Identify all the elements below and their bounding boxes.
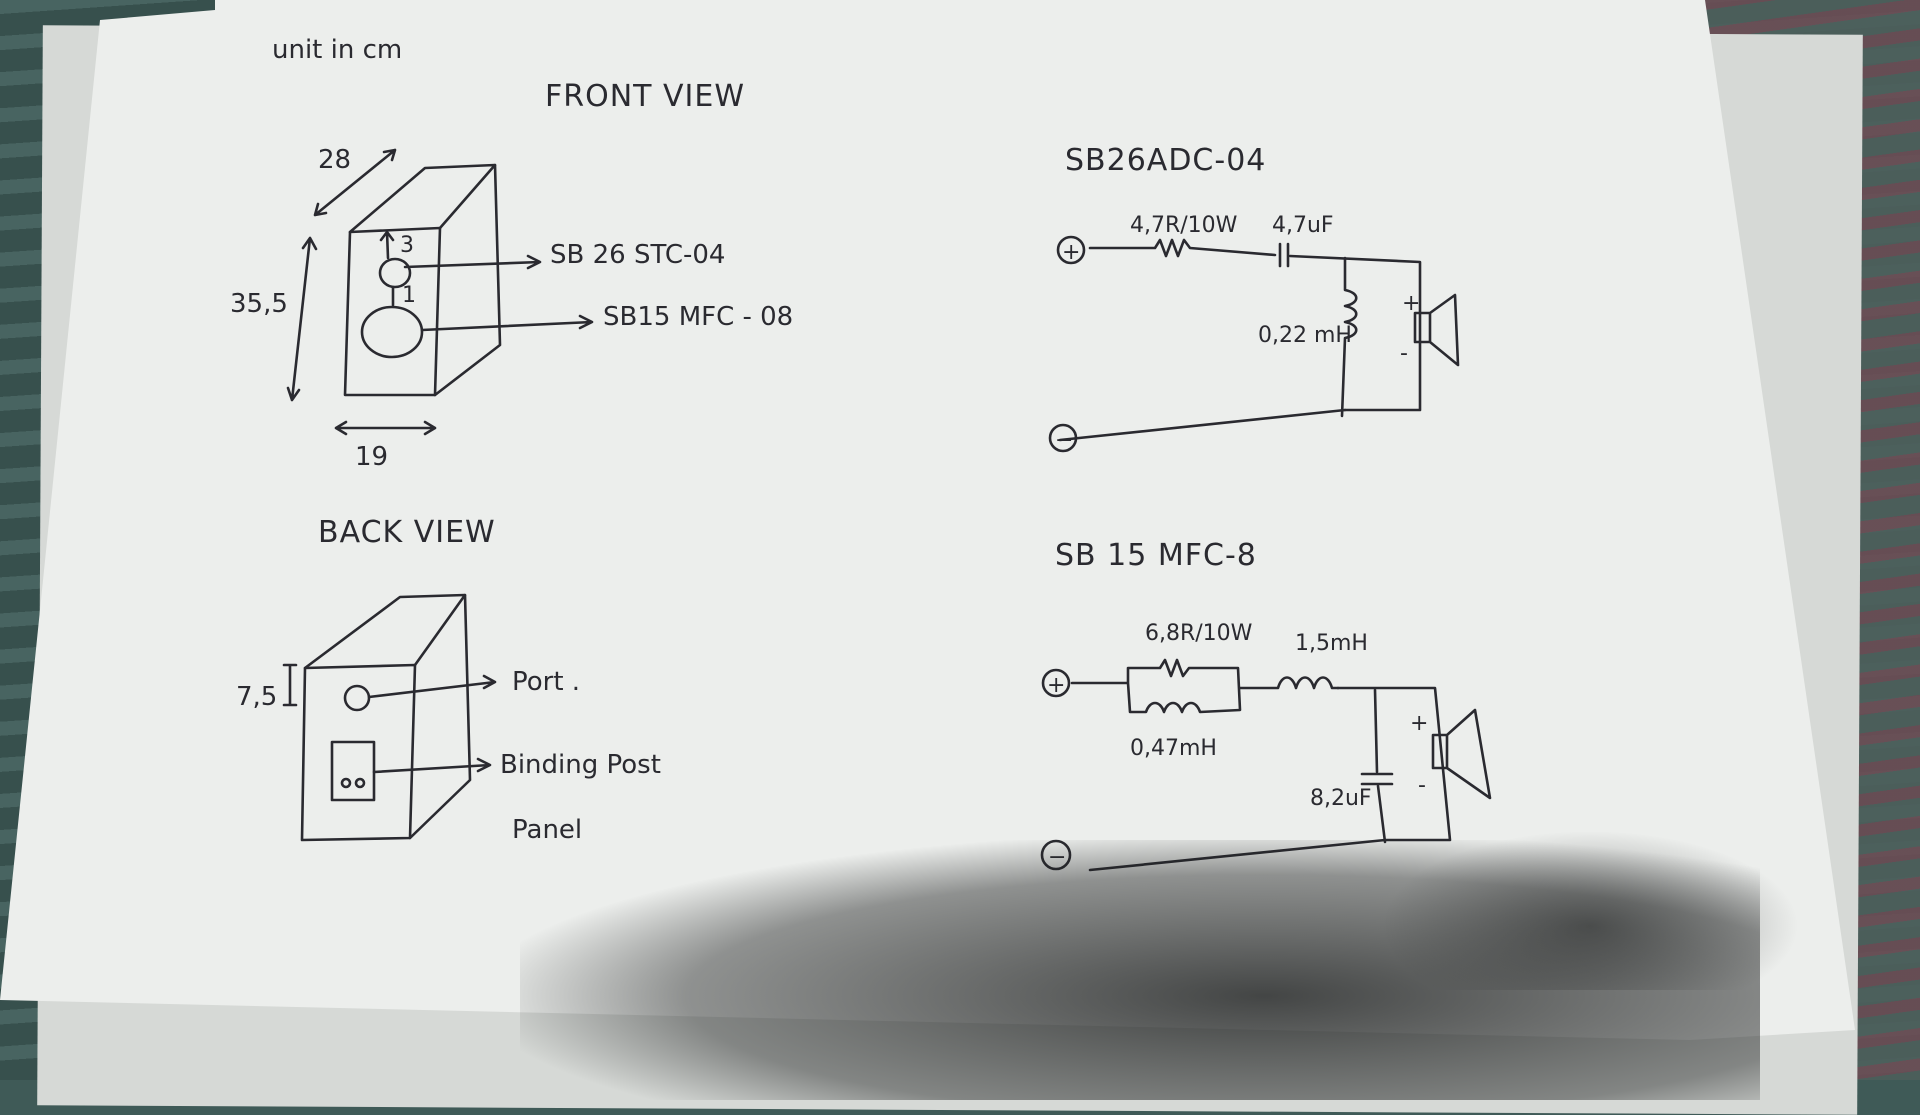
height-label: 35,5 [230, 289, 288, 319]
woofer-crossover-schematic: SB 15 MFC-8 + 6,8R/10W 0,47mH 1,5mH 8,2u… [1040, 538, 1492, 872]
width-dimension-arrow [334, 420, 437, 436]
woofer-capacitor-label: 8,2uF [1310, 786, 1372, 811]
tweeter-resistor-wire [1088, 238, 1277, 258]
woofer-series-inductor [1238, 676, 1340, 690]
port-label: Port . [512, 667, 580, 697]
port-offset-label: 7,5 [236, 682, 277, 712]
width-label: 19 [355, 442, 388, 472]
tweeter-inductor-label: 0,22 mH [1258, 323, 1352, 348]
back-box-top [303, 593, 467, 670]
woofer-driver-symbol [1431, 708, 1492, 800]
back-box-side [408, 593, 472, 840]
tweeter-negative-wire [1058, 408, 1347, 442]
woofer-driver-plus: + [1410, 711, 1428, 736]
binding-post-right [354, 777, 366, 789]
tweeter-offset-label: 3 [400, 233, 414, 258]
front-box-top [348, 163, 497, 234]
tweeter-plus-terminal [1056, 235, 1086, 265]
woofer-plus-sign: + [1047, 673, 1065, 698]
tweeter-minus-terminal [1048, 423, 1078, 453]
front-view-title: FRONT VIEW [545, 79, 745, 114]
tweeter-label: SB 26 STC-04 [550, 240, 725, 270]
woofer-label: SB15 MFC - 08 [603, 302, 793, 332]
woofer-circle [360, 305, 424, 359]
woofer-driver-minus: - [1418, 773, 1426, 798]
woofer-resistor-label: 6,8R/10W [1145, 621, 1253, 646]
front-view: FRONT VIEW 28 35,5 19 3 1 SB 26 STC-04 S… [230, 79, 793, 472]
front-box-side [433, 163, 502, 397]
depth-label: 28 [318, 145, 351, 175]
hand-shadow-edge [1380, 830, 1800, 990]
tweeter-driver-plus: + [1402, 291, 1420, 316]
tweeter-capacitor [1278, 242, 1290, 268]
unit-note: unit in cm [272, 35, 402, 65]
tweeter-crossover-schematic: SB26ADC-04 + 4,7R/10W 4,7uF 0,22 mH − + … [1048, 143, 1460, 453]
woofer-plus-terminal [1041, 668, 1071, 698]
woofer-parallel-inductor-label: 0,47mH [1130, 736, 1217, 761]
tweeter-inductor [1340, 256, 1358, 418]
drawing-sheet: unit in cm FRONT VIEW 28 35,5 19 3 1 SB … [0, 0, 1855, 1040]
height-dimension-arrow [286, 236, 318, 402]
woofer-parallel-network [1070, 658, 1242, 714]
tweeter-offset-arrow [379, 230, 395, 260]
port-offset-dimension [282, 663, 298, 707]
binding-post-left [340, 777, 352, 789]
tweeter-driver-symbol [1413, 293, 1460, 367]
back-view: BACK VIEW 7,5 Port . Binding Post Panel [236, 515, 661, 845]
tweeter-resistor-label: 4,7R/10W [1130, 213, 1238, 238]
depth-dimension-arrow [313, 148, 397, 217]
tweeter-driver-minus: - [1400, 341, 1408, 366]
tweeter-minus-sign: − [1055, 428, 1073, 453]
woofer-crossover-title: SB 15 MFC-8 [1055, 538, 1257, 573]
woofer-series-inductor-label: 1,5mH [1295, 631, 1368, 656]
binding-post-label-line1: Binding Post [500, 750, 661, 780]
back-view-title: BACK VIEW [318, 515, 496, 550]
tweeter-circle [378, 257, 412, 289]
woofer-leader [420, 314, 594, 332]
tweeter-plus-sign: + [1062, 240, 1080, 265]
binding-post-leader [372, 757, 492, 774]
tweeter-leader [403, 254, 542, 270]
driver-gap-label: 1 [402, 283, 416, 308]
woofer-capacitor [1360, 688, 1394, 844]
tweeter-crossover-title: SB26ADC-04 [1065, 143, 1266, 178]
tweeter-capacitor-label: 4,7uF [1272, 213, 1334, 238]
tweeter-series-wire [1288, 254, 1422, 412]
port-leader [367, 674, 497, 699]
